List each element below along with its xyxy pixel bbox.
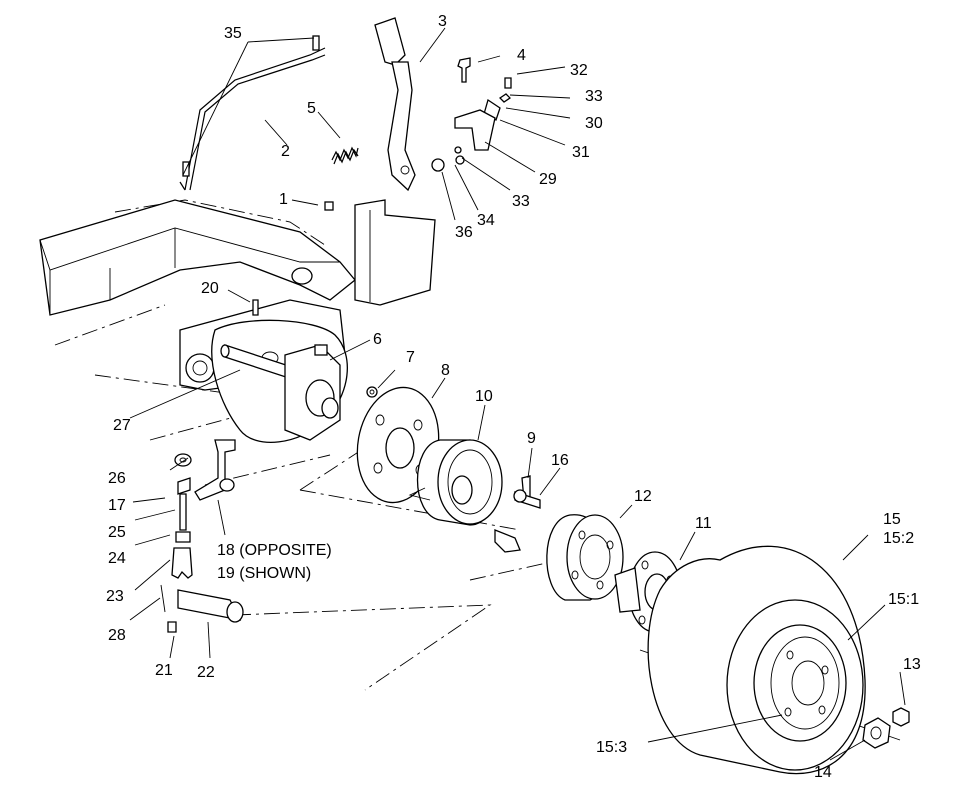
callout-25: 25	[108, 524, 126, 541]
callout-22: 22	[197, 664, 215, 681]
hardware-cluster	[454, 57, 512, 165]
callout-labels: 35 2 3 4 5 1 32 33 30 31 29 33 34 36 20 …	[106, 13, 921, 781]
callout-15-1: 15:1	[888, 591, 919, 608]
brake-drum-10	[408, 439, 503, 526]
spacer-12	[546, 514, 624, 601]
callout-13: 13	[903, 656, 921, 673]
callout-8: 8	[441, 362, 450, 379]
callout-26: 26	[108, 470, 126, 487]
callout-3: 3	[438, 13, 447, 30]
leader-lines	[129, 27, 906, 761]
callout-6: 6	[373, 331, 382, 348]
brake-lever-3	[374, 17, 445, 192]
callout-2: 2	[281, 143, 290, 160]
callout-5: 5	[307, 100, 316, 117]
callout-10: 10	[475, 388, 493, 405]
callout-32: 32	[570, 62, 588, 79]
hub-carrier	[284, 344, 341, 441]
linkage-parts	[160, 439, 244, 633]
callout-27: 27	[113, 417, 131, 434]
stud-16	[494, 489, 541, 553]
callout-14: 14	[814, 764, 832, 781]
callout-19: 19 (SHOWN)	[217, 565, 311, 582]
callout-15-2: 15:2	[883, 530, 914, 547]
callout-31: 31	[572, 144, 590, 161]
callout-16: 16	[551, 452, 569, 469]
callout-12: 12	[634, 488, 652, 505]
callout-35: 35	[224, 25, 242, 42]
callout-18: 18 (OPPOSITE)	[217, 542, 332, 559]
callout-11: 11	[695, 515, 712, 532]
callout-21: 21	[155, 662, 173, 679]
callout-7: 7	[406, 349, 415, 366]
brake-bracket	[324, 199, 436, 306]
pin-20	[252, 299, 259, 316]
washer-7	[366, 386, 378, 398]
callout-33-lower: 33	[512, 193, 530, 210]
callout-29: 29	[539, 171, 557, 188]
nut-14	[862, 717, 891, 749]
wheel-tire-15	[647, 545, 866, 775]
callout-24: 24	[108, 550, 126, 567]
callout-15: 15	[883, 511, 901, 528]
callout-9: 9	[527, 430, 536, 447]
callout-1: 1	[279, 191, 288, 208]
callout-30: 30	[585, 115, 603, 132]
spring-5	[331, 146, 359, 165]
cap-13	[892, 707, 910, 727]
callout-33-upper: 33	[585, 88, 603, 105]
callout-28: 28	[108, 627, 126, 644]
callout-15-3: 15:3	[596, 739, 627, 756]
callout-36: 36	[455, 224, 473, 241]
callout-20: 20	[201, 280, 219, 297]
callout-34: 34	[477, 212, 495, 229]
callout-23: 23	[106, 588, 124, 605]
brake-rod-2	[179, 35, 326, 191]
callout-17: 17	[108, 497, 126, 514]
callout-4: 4	[517, 47, 526, 64]
